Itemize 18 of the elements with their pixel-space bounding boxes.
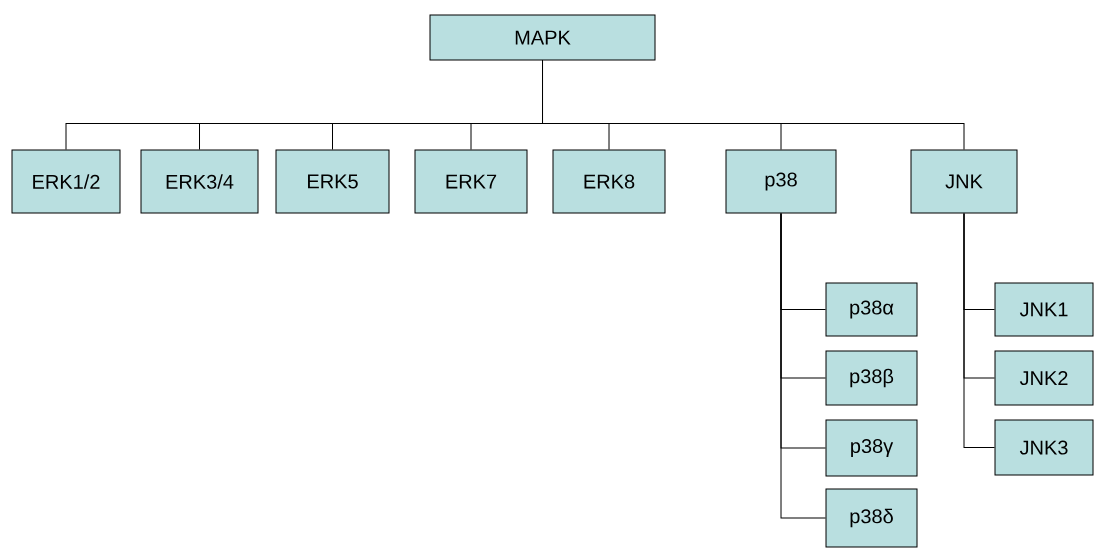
node-box: p38δ [825,488,918,548]
connector-line [542,60,965,150]
connector-line [780,213,826,519]
node-box: ERK5 [275,149,390,214]
node-box: p38γ [825,419,918,477]
node-box: JNK3 [994,419,1094,476]
connector-line [963,213,995,448]
node-box: ERK3/4 [140,149,259,214]
node-box: JNK1 [994,282,1094,337]
node-box: p38α [825,282,918,337]
node-box: p38β [825,350,918,406]
node-box: ERK7 [414,149,528,214]
node-box: ERK1/2 [11,149,121,214]
node-box: JNK [910,149,1018,214]
node-box: JNK2 [994,350,1094,406]
node-box: ERK8 [552,149,666,214]
node-box: p38 [725,149,837,214]
node-box: MAPK [429,14,656,61]
